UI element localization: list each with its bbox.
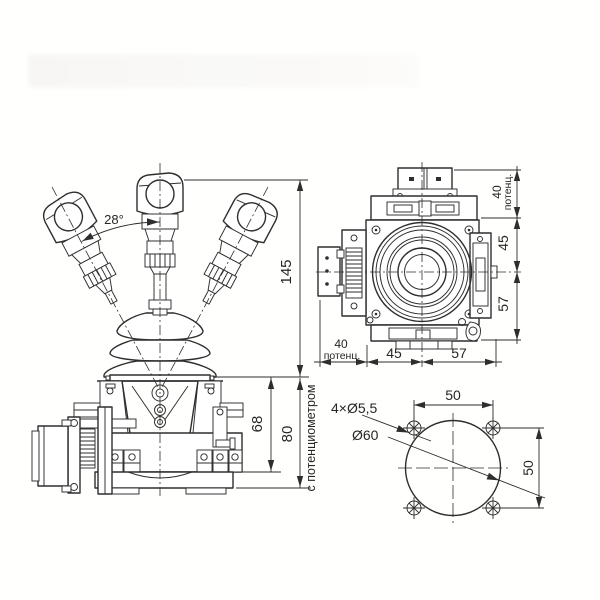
- holes-callout: 4×Ø5,5: [331, 400, 432, 442]
- joystick-handle-left: [42, 191, 118, 305]
- dim-40-bottom-unit: потенц.: [324, 350, 361, 362]
- mechanism-body: [94, 406, 243, 495]
- dim-145: 145: [184, 179, 309, 378]
- potentiometer-assembly: [31, 406, 137, 495]
- mounting-holes: [403, 417, 504, 519]
- dim-45-bottom: 45: [386, 345, 402, 361]
- top-view: 40 потенц. 45 57 40 потенц. 45 5: [314, 162, 521, 367]
- left-potentiometer-top: [317, 229, 367, 317]
- dim-50-right: 50: [502, 427, 544, 509]
- top-view-centerlines: [316, 162, 521, 367]
- top-view-bottom-dims: 40 потенц. 45 57: [314, 300, 502, 367]
- dim-57-right: 57: [495, 296, 511, 312]
- body-outline: [365, 195, 481, 350]
- dim-145-label: 145: [278, 259, 295, 284]
- top-view-right-dims: 40 потенц. 45 57: [454, 166, 521, 344]
- dim-80: 80: [236, 378, 311, 489]
- dim-40-bottom: 40: [334, 337, 348, 351]
- axis-centerlines: [51, 163, 269, 496]
- dim-50-top: 50: [413, 387, 494, 419]
- angle-label: 28°: [104, 212, 124, 227]
- dim-68: 68: [236, 377, 281, 473]
- note-with-potentiometer: с потенциометром: [304, 384, 318, 491]
- dim-68-label: 68: [249, 416, 266, 433]
- dim-50-right-label: 50: [520, 460, 536, 476]
- mounting-view: 4×Ø5,5 Ø60 50: [331, 387, 546, 523]
- dim-57-bottom: 57: [451, 345, 467, 361]
- right-microswitch: [469, 232, 498, 319]
- top-connector: [392, 167, 458, 199]
- dim-40-right-unit: потенц.: [502, 174, 514, 211]
- front-view: 28° 145 68: [31, 163, 318, 496]
- angle-dimension: 28°: [81, 212, 161, 242]
- dim-40-right: 40: [490, 185, 504, 199]
- watermark: [28, 54, 420, 88]
- holes-label: 4×Ø5,5: [331, 400, 378, 416]
- joystick-handle-right: [202, 192, 278, 305]
- dim-50-top-label: 50: [445, 387, 461, 403]
- cutout-callout: Ø60: [352, 427, 546, 499]
- dim-45-right: 45: [495, 235, 511, 251]
- cutout-label: Ø60: [352, 427, 379, 443]
- dim-80-label: 80: [279, 426, 296, 443]
